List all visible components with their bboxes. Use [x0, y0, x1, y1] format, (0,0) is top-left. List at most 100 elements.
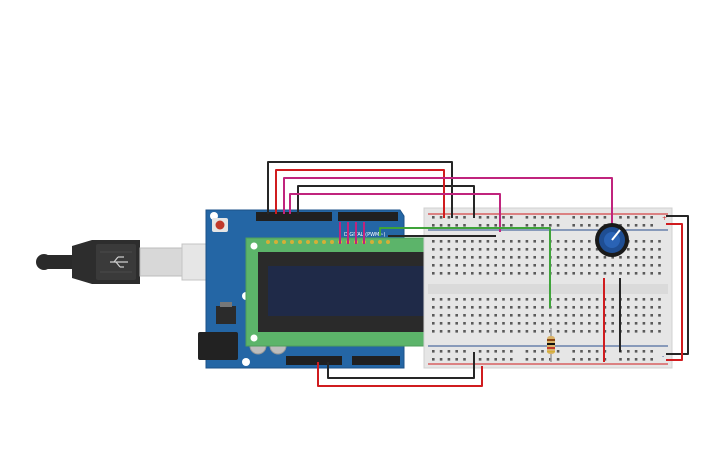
breadboard-hole[interactable] [556, 264, 560, 267]
breadboard-hole[interactable] [486, 224, 490, 227]
breadboard-hole[interactable] [634, 216, 638, 219]
breadboard-hole[interactable] [525, 358, 529, 361]
breadboard-hole[interactable] [502, 216, 505, 219]
breadboard-hole[interactable] [533, 322, 536, 325]
breadboard-hole[interactable] [588, 256, 591, 259]
breadboard-hole[interactable] [463, 298, 466, 301]
breadboard-hole[interactable] [517, 272, 521, 275]
breadboard-hole[interactable] [432, 256, 435, 259]
breadboard-hole[interactable] [517, 256, 521, 259]
breadboard-hole[interactable] [634, 350, 638, 353]
breadboard-hole[interactable] [627, 322, 630, 325]
breadboard-hole[interactable] [525, 216, 529, 219]
breadboard-hole[interactable] [650, 358, 653, 361]
breadboard-hole[interactable] [650, 298, 653, 301]
breadboard-hole[interactable] [486, 306, 490, 309]
breadboard-hole[interactable] [533, 264, 536, 267]
breadboard-hole[interactable] [439, 322, 443, 325]
lcd-pin[interactable] [322, 240, 326, 244]
breadboard-hole[interactable] [486, 298, 490, 301]
breadboard-hole[interactable] [650, 240, 653, 243]
breadboard-hole[interactable] [525, 264, 529, 267]
breadboard-hole[interactable] [588, 272, 591, 275]
breadboard-hole[interactable] [478, 248, 482, 251]
breadboard-hole[interactable] [634, 272, 638, 275]
breadboard-hole[interactable] [463, 272, 466, 275]
breadboard-hole[interactable] [455, 350, 458, 353]
reset-button-icon[interactable] [212, 218, 228, 232]
breadboard-hole[interactable] [439, 314, 443, 317]
breadboard-hole[interactable] [588, 358, 591, 361]
breadboard-hole[interactable] [650, 264, 653, 267]
breadboard-hole[interactable] [432, 272, 435, 275]
breadboard-hole[interactable] [478, 272, 482, 275]
breadboard-hole[interactable] [463, 248, 466, 251]
breadboard-hole[interactable] [447, 306, 451, 309]
breadboard-hole[interactable] [510, 256, 513, 259]
breadboard-hole[interactable] [611, 256, 614, 259]
breadboard-hole[interactable] [642, 264, 646, 267]
lcd-pin[interactable] [330, 240, 334, 244]
breadboard-hole[interactable] [510, 330, 513, 333]
breadboard-hole[interactable] [455, 224, 458, 227]
breadboard-hole[interactable] [588, 264, 591, 267]
breadboard-hole[interactable] [478, 264, 482, 267]
breadboard-hole[interactable] [556, 248, 560, 251]
breadboard-hole[interactable] [486, 358, 490, 361]
breadboard-hole[interactable] [517, 264, 521, 267]
breadboard-hole[interactable] [619, 358, 622, 361]
breadboard-hole[interactable] [549, 314, 552, 317]
breadboard-hole[interactable] [510, 248, 513, 251]
breadboard-hole[interactable] [432, 298, 435, 301]
breadboard-hole[interactable] [478, 322, 482, 325]
breadboard-hole[interactable] [502, 224, 505, 227]
breadboard-hole[interactable] [634, 256, 638, 259]
breadboard-hole[interactable] [455, 358, 458, 361]
breadboard-hole[interactable] [634, 306, 638, 309]
breadboard-hole[interactable] [439, 358, 443, 361]
breadboard-hole[interactable] [572, 306, 575, 309]
breadboard-hole[interactable] [642, 314, 646, 317]
breadboard-hole[interactable] [510, 240, 513, 243]
breadboard-hole[interactable] [494, 322, 497, 325]
breadboard-hole[interactable] [510, 322, 513, 325]
wires[interactable] [267, 161, 689, 387]
breadboard-hole[interactable] [455, 264, 458, 267]
breadboard-hole[interactable] [642, 248, 646, 251]
breadboard-hole[interactable] [533, 330, 536, 333]
breadboard-hole[interactable] [502, 240, 505, 243]
breadboard-hole[interactable] [525, 314, 529, 317]
breadboard-hole[interactable] [494, 264, 497, 267]
breadboard-hole[interactable] [502, 350, 505, 353]
breadboard-hole[interactable] [510, 306, 513, 309]
breadboard-hole[interactable] [439, 248, 443, 251]
breadboard-hole[interactable] [541, 306, 544, 309]
analog-header[interactable] [352, 356, 400, 365]
breadboard-hole[interactable] [494, 298, 497, 301]
breadboard-hole[interactable] [658, 272, 661, 275]
breadboard-hole[interactable] [572, 358, 575, 361]
breadboard-hole[interactable] [556, 298, 560, 301]
breadboard-hole[interactable] [478, 256, 482, 259]
breadboard-hole[interactable] [642, 298, 646, 301]
breadboard-hole[interactable] [525, 224, 529, 227]
breadboard-hole[interactable] [580, 350, 583, 353]
breadboard-hole[interactable] [502, 248, 505, 251]
breadboard-hole[interactable] [627, 256, 630, 259]
breadboard-hole[interactable] [517, 298, 521, 301]
breadboard-hole[interactable] [595, 216, 599, 219]
breadboard-hole[interactable] [572, 350, 575, 353]
usb-cable-icon[interactable] [36, 240, 207, 284]
breadboard-hole[interactable] [611, 322, 614, 325]
breadboard-hole[interactable] [556, 322, 560, 325]
breadboard-hole[interactable] [447, 264, 451, 267]
breadboard-hole[interactable] [463, 216, 466, 219]
breadboard-hole[interactable] [595, 256, 599, 259]
breadboard-hole[interactable] [455, 240, 458, 243]
breadboard-hole[interactable] [478, 358, 482, 361]
breadboard-hole[interactable] [447, 272, 451, 275]
breadboard-hole[interactable] [619, 256, 622, 259]
breadboard-hole[interactable] [455, 330, 458, 333]
breadboard-hole[interactable] [533, 256, 536, 259]
breadboard-hole[interactable] [541, 224, 544, 227]
